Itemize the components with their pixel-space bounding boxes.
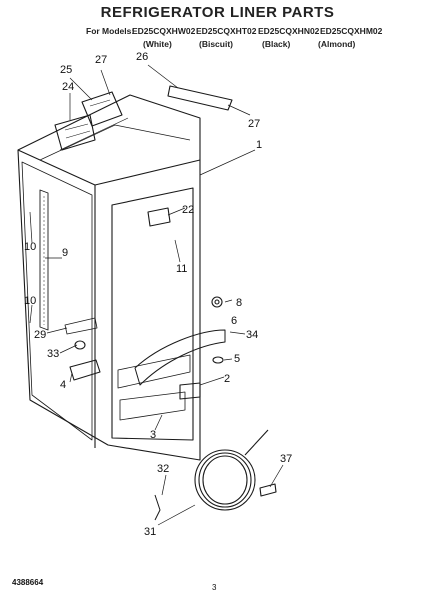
callout-label: 31 <box>144 526 156 538</box>
callout-label: 26 <box>136 51 148 63</box>
model-color: (Black) <box>262 39 291 49</box>
vent-bracket <box>167 85 233 111</box>
callout-label: 9 <box>62 247 68 259</box>
upper-hinge-housing <box>81 91 123 127</box>
page-number: 3 <box>212 583 217 592</box>
callout-label: 37 <box>280 453 292 465</box>
callout-label: 1 <box>256 139 262 151</box>
models-prefix: For Models: <box>86 26 135 36</box>
callout-label: 6 <box>231 315 237 327</box>
callout-label: 2 <box>224 373 230 385</box>
light-shield <box>69 359 101 381</box>
liner-left-wall <box>21 161 93 441</box>
model-number: ED25CQXHW02 <box>132 26 196 36</box>
callout-label: 33 <box>47 348 59 360</box>
callout-label: 25 <box>60 64 72 76</box>
callout-label: 3 <box>150 429 156 441</box>
model-color: (Almond) <box>318 39 356 49</box>
callout-layer: 25 27 26 24 27 1 22 10 9 11 8 10 6 29 34… <box>24 51 292 538</box>
callout-label: 32 <box>157 463 169 475</box>
callout-label: 24 <box>62 81 74 93</box>
shelf-rail <box>39 189 49 331</box>
callout-label: 8 <box>236 297 242 309</box>
callout-label: 4 <box>60 379 66 391</box>
grommet <box>211 296 223 308</box>
callout-label: 10 <box>24 241 36 253</box>
callout-label: 34 <box>246 329 258 341</box>
liner-top-edge <box>17 149 201 186</box>
document-number: 4388664 <box>12 578 44 587</box>
callout-label: 11 <box>176 263 187 275</box>
control-housing <box>54 114 96 151</box>
callout-label: 27 <box>95 54 107 66</box>
callout-label: 27 <box>248 118 260 130</box>
mounting-bracket <box>147 207 171 227</box>
callout-label: 29 <box>34 329 46 341</box>
liner-opening <box>111 187 194 441</box>
callout-label: 10 <box>24 295 36 307</box>
crisper-cover <box>134 329 226 386</box>
model-number: ED25CQXHN02 <box>258 26 320 36</box>
model-number: ED25CQXHM02 <box>320 26 383 36</box>
liner-outline <box>17 94 201 461</box>
callout-label: 22 <box>182 204 194 216</box>
diagram-title: REFRIGERATOR LINER PARTS <box>100 4 335 21</box>
model-number: ED25CQXHT02 <box>196 26 257 36</box>
callout-label: 5 <box>234 353 240 365</box>
model-color: (Biscuit) <box>199 39 233 49</box>
model-color: (White) <box>143 39 172 49</box>
water-tubing-coil <box>194 449 256 511</box>
